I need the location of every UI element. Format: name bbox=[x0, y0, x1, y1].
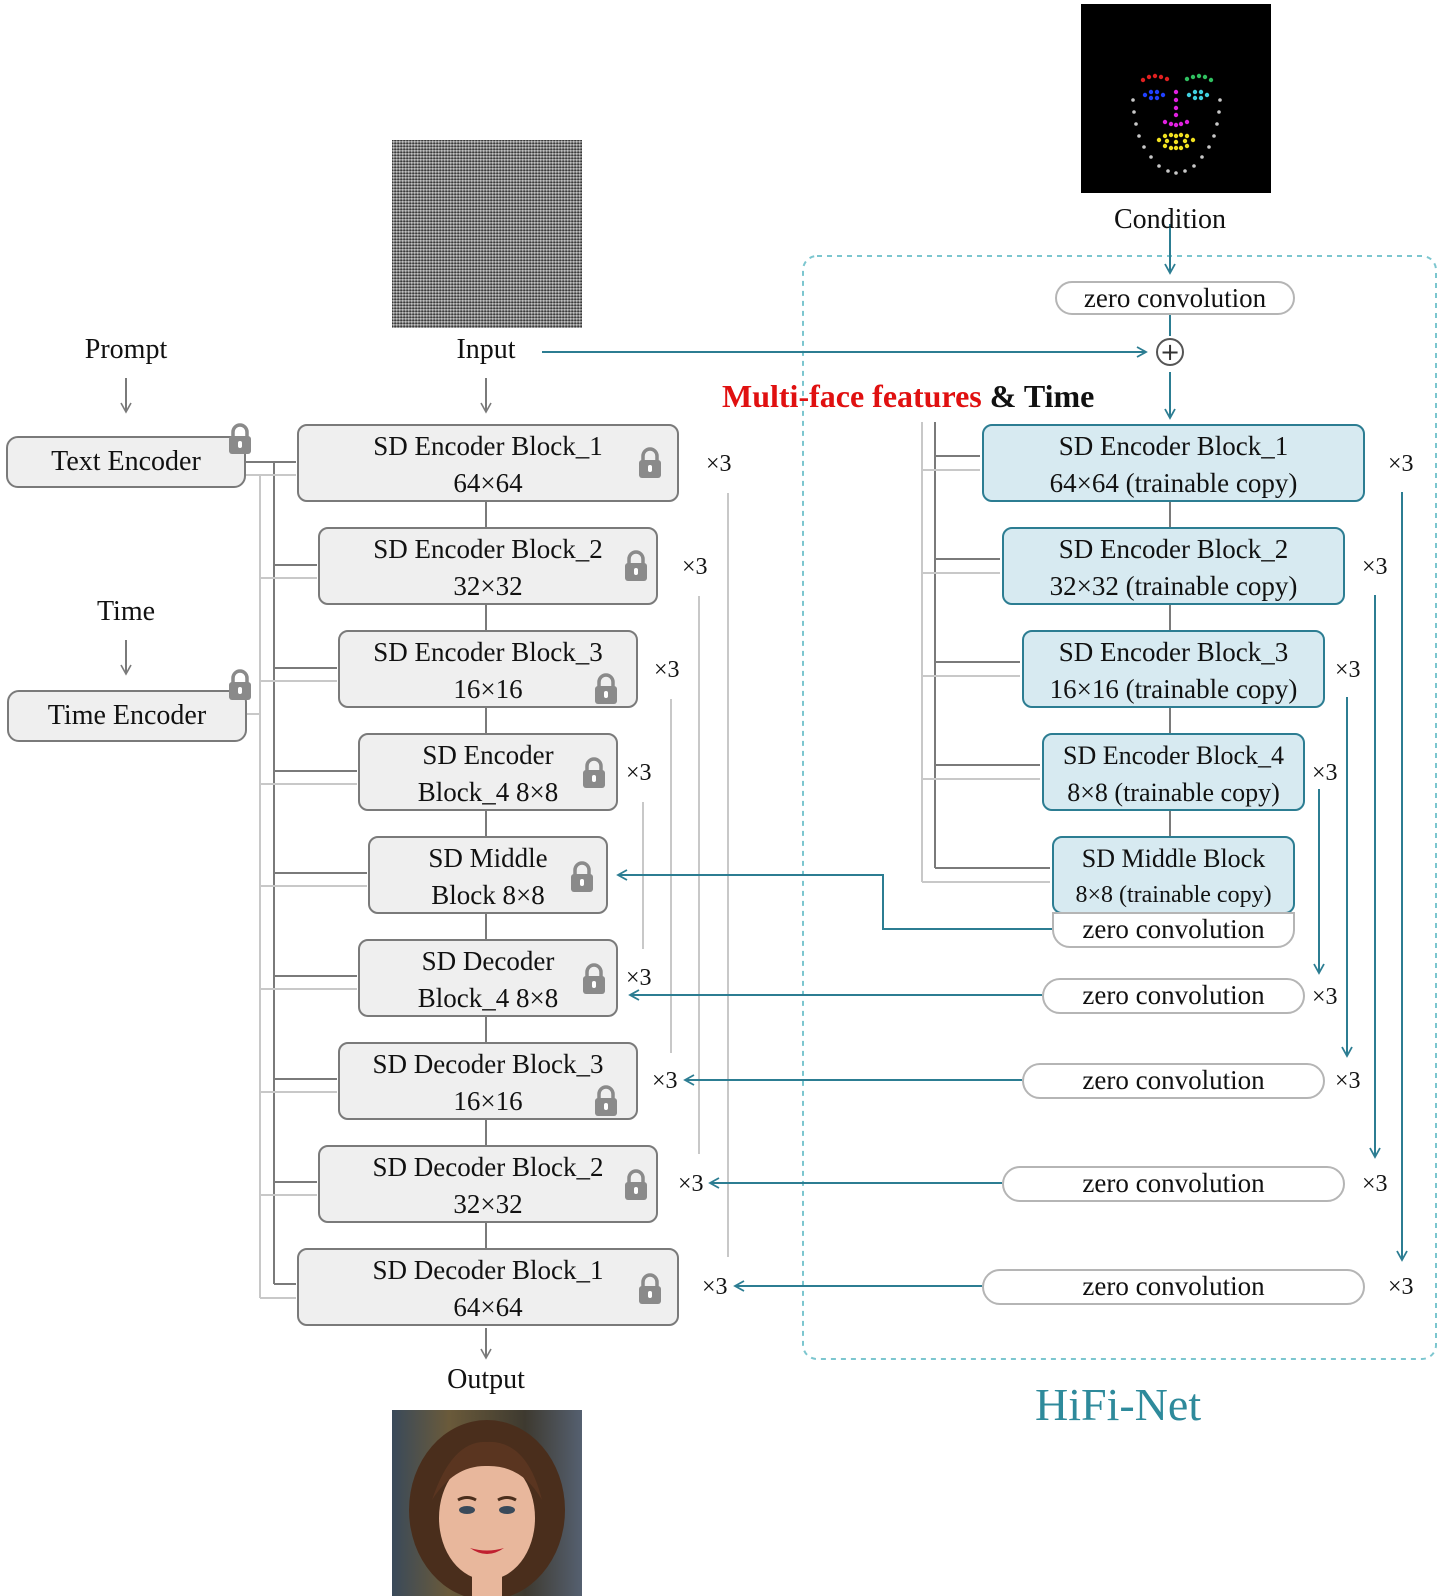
repeat-count: ×3 bbox=[1335, 657, 1361, 683]
lock-icon bbox=[639, 1273, 661, 1304]
lock-icon bbox=[625, 1169, 647, 1200]
output-face-image bbox=[392, 1410, 582, 1596]
zero-convolution-4: zero convolution bbox=[1042, 978, 1305, 1014]
repeat-count: ×3 bbox=[1362, 554, 1388, 580]
lock-icon bbox=[595, 1085, 617, 1116]
lock-icon bbox=[639, 447, 661, 478]
repeat-count: ×3 bbox=[1362, 1171, 1388, 1197]
lock-icon bbox=[229, 669, 251, 700]
lock-icon bbox=[571, 861, 593, 892]
repeat-count: ×3 bbox=[706, 451, 732, 477]
repeat-count: ×3 bbox=[678, 1171, 704, 1197]
sum-node bbox=[1156, 338, 1184, 366]
input-label: Input bbox=[456, 334, 516, 365]
noise-input-image bbox=[392, 140, 582, 328]
lock-icon bbox=[583, 757, 605, 788]
repeat-count: ×3 bbox=[626, 760, 652, 786]
hifi-net-frame bbox=[802, 255, 1437, 1360]
repeat-count: ×3 bbox=[652, 1068, 678, 1094]
multi-face-features-label: Multi-face features & Time bbox=[722, 378, 1095, 414]
zero-convolution-2: zero convolution bbox=[1002, 1166, 1345, 1202]
lock-icon bbox=[625, 550, 647, 581]
text-encoder: Text Encoder bbox=[6, 436, 246, 488]
prompt-label: Prompt bbox=[84, 334, 168, 365]
zero-convolution-1: zero convolution bbox=[982, 1269, 1365, 1305]
face-landmark-image bbox=[1081, 4, 1271, 193]
lock-icon bbox=[595, 673, 617, 704]
face-illustration bbox=[409, 1420, 565, 1596]
landmark-dots bbox=[1131, 73, 1222, 175]
repeat-count: ×3 bbox=[1388, 1274, 1414, 1300]
lock-icon bbox=[583, 963, 605, 994]
condition-label: Condition bbox=[1113, 204, 1226, 235]
zero-convolution-3: zero convolution bbox=[1022, 1063, 1325, 1099]
repeat-count: ×3 bbox=[1335, 1068, 1361, 1094]
time-label: Time bbox=[96, 596, 156, 627]
repeat-count: ×3 bbox=[702, 1274, 728, 1300]
repeat-count: ×3 bbox=[682, 554, 708, 580]
zero-convolution-middle: zero convolution bbox=[1052, 912, 1295, 948]
plus-icon: + bbox=[1160, 338, 1181, 366]
lock-icon bbox=[229, 423, 251, 454]
repeat-count: ×3 bbox=[1388, 451, 1414, 477]
repeat-count: ×3 bbox=[1312, 760, 1338, 786]
time-encoder: Time Encoder bbox=[7, 690, 247, 742]
repeat-count: ×3 bbox=[1312, 984, 1338, 1010]
repeat-count: ×3 bbox=[654, 657, 680, 683]
repeat-count: ×3 bbox=[626, 965, 652, 991]
zero-convolution-condition: zero convolution bbox=[1055, 281, 1295, 315]
hifi-net-title: HiFi-Net bbox=[1035, 1379, 1202, 1430]
output-label: Output bbox=[447, 1364, 525, 1395]
